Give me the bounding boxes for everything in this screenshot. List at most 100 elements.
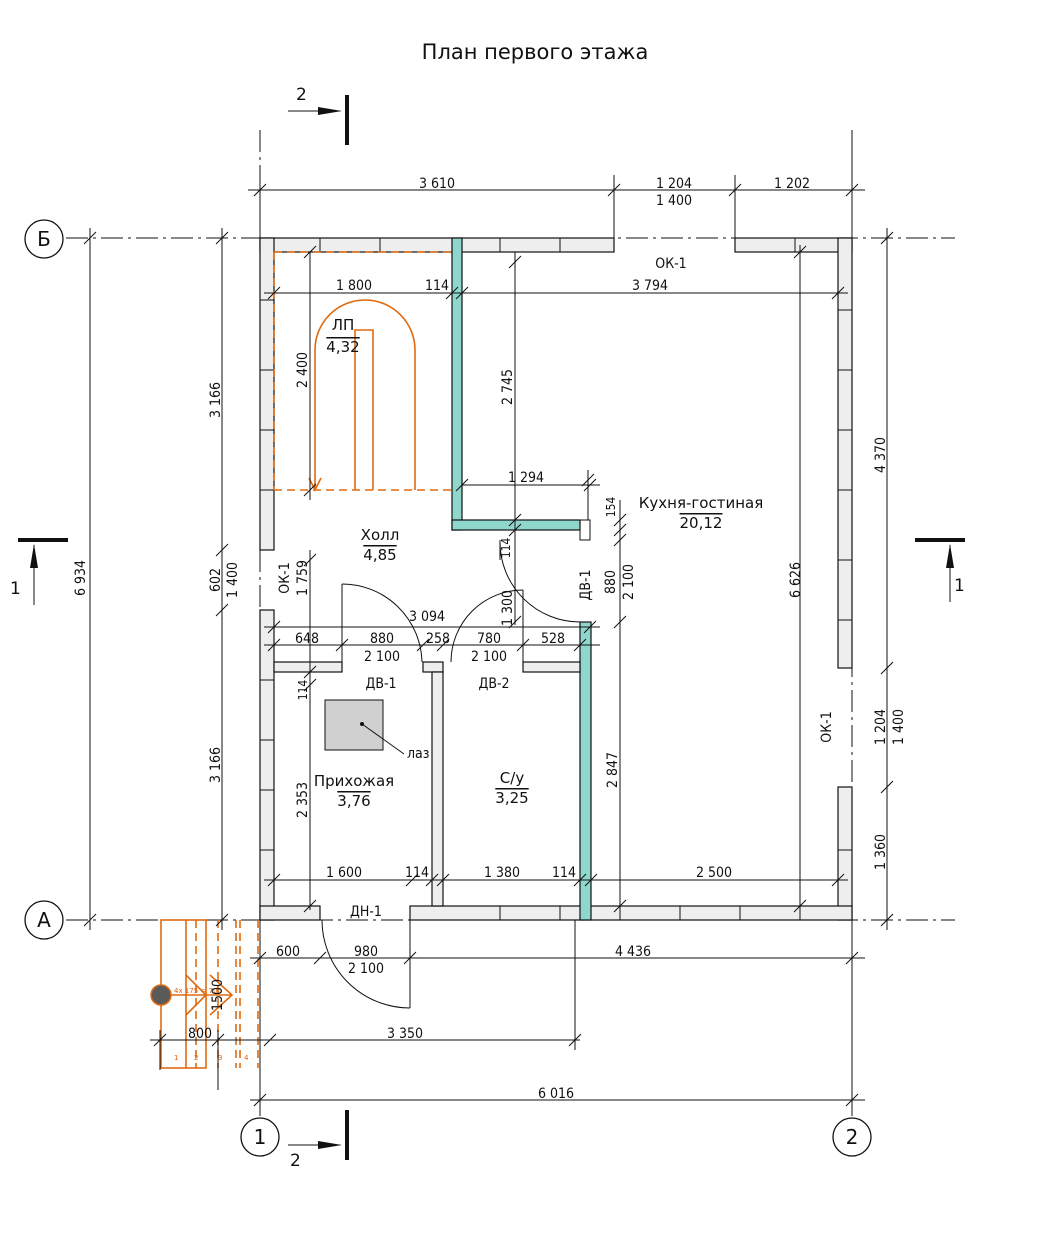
door-mark-dv2: ДВ-2 (478, 676, 509, 692)
dim-tick (508, 513, 522, 527)
door-dv2-swing (450, 589, 524, 663)
room-name-entry: Прихожая (314, 772, 394, 790)
axis-bubbles: Б А 1 2 (24, 219, 872, 1157)
dim-text: 3 350 (387, 1026, 423, 1042)
dim-tick (880, 780, 894, 794)
arrow-down-icon (308, 477, 322, 492)
partition-bath-kitchen (579, 621, 592, 921)
dim-text: 2 100 (471, 649, 507, 665)
dim-text: 1 300 (500, 590, 516, 626)
doors (321, 540, 581, 1009)
dimension-texts: 3 610 1 204 1 400 1 202 1 800 114 3 794 … (73, 176, 907, 1102)
dim-tick (215, 231, 229, 245)
stair-step-number: 2 (194, 1054, 198, 1062)
dim-tick (215, 913, 229, 927)
axis-label-b: Б (37, 227, 51, 251)
arrow-right-icon (185, 974, 234, 1016)
dim-text: 2 100 (621, 564, 637, 600)
dim-tick (613, 615, 627, 629)
door-mark-dv1: ДВ-1 (365, 676, 396, 692)
dim-text: 114 (552, 865, 576, 881)
entry-stairs: 4x 175 = 700 1 2 3 4 (150, 919, 259, 1069)
dim-tick (303, 678, 317, 692)
wall-right-lower (837, 786, 853, 921)
wall-hall-bath (522, 661, 581, 673)
door-mark-hall: ДВ-1 (578, 569, 594, 600)
dim-tick (573, 873, 587, 887)
dim-tick (313, 951, 327, 965)
dimension-lines (83, 130, 894, 1110)
stair-step-number: 4 (244, 1054, 249, 1062)
dim-text: 1 380 (484, 865, 520, 881)
dim-text: 4 370 (873, 437, 889, 473)
dim-text: 880 (370, 631, 394, 647)
door-entry-swing (321, 919, 411, 1009)
dim-tick (335, 638, 349, 652)
dim-tick (303, 899, 317, 913)
wall-bottom-left (259, 905, 321, 921)
dim-text: 2 100 (364, 649, 400, 665)
room-area-entry: 3,76 (337, 792, 370, 810)
window-mark-left: ОК-1 (277, 562, 293, 593)
dim-tick (831, 873, 845, 887)
dim-tick (403, 951, 417, 965)
dim-tick (303, 665, 317, 679)
dim-text: 258 (426, 631, 450, 647)
dim-text: 3 166 (208, 747, 224, 783)
dim-tick (83, 913, 97, 927)
axis-bubble-a (24, 900, 64, 940)
dim-text: 528 (541, 631, 565, 647)
wall-left-upper (259, 237, 275, 551)
room-name-lp: ЛП (332, 316, 355, 334)
dim-tick (793, 245, 807, 259)
wall-entry-bath (431, 671, 444, 907)
dim-text: 1 600 (326, 865, 362, 881)
dim-text: 1 400 (656, 193, 692, 209)
dim-text: 114 (499, 538, 513, 559)
dim-tick (581, 473, 595, 487)
dim-text: 1 204 (873, 709, 889, 745)
axis-bubble-1 (240, 1117, 280, 1157)
dim-tick (455, 478, 469, 492)
dim-text: 980 (354, 944, 378, 960)
dim-text: 1 202 (774, 176, 810, 192)
axis-label-a: А (37, 908, 51, 932)
door-hall-swing (499, 541, 581, 623)
room-area-hall: 4,85 (363, 546, 396, 564)
wall-left-lower (259, 609, 275, 921)
room-area-bath: 3,25 (495, 789, 528, 807)
dim-text: 648 (295, 631, 319, 647)
leader-dot (360, 722, 364, 726)
dim-text: 3 610 (419, 176, 455, 192)
axis-label-1: 1 (254, 1125, 267, 1149)
dim-tick (583, 620, 597, 634)
dim-text: 114 (405, 865, 429, 881)
section-1-right-label: 1 (954, 576, 965, 596)
dim-tick (613, 899, 627, 913)
dim-tick (583, 478, 597, 492)
axis-label-2: 2 (846, 1125, 859, 1149)
opening-marks: ОК-1 ОК-1 ОК-1 ДВ-1 ДВ-1 ДВ-2 ДН-1 (277, 256, 835, 920)
dim-text: 6 626 (788, 562, 804, 598)
exterior-walls (259, 237, 853, 921)
arrow-up-icon (946, 544, 954, 568)
interior-walls (273, 661, 581, 907)
section-2-top-label: 2 (296, 85, 307, 105)
dim-text: 800 (188, 1026, 212, 1042)
axis-bubble-b (24, 219, 64, 259)
dim-tick (303, 245, 317, 259)
room-area-lp: 4,32 (326, 338, 359, 356)
dim-text: 880 (603, 570, 619, 594)
dim-text: 6 016 (538, 1086, 574, 1102)
window-mark-top: ОК-1 (655, 256, 686, 272)
dim-text: 1500 (210, 979, 226, 1011)
dim-text: 2 400 (295, 352, 311, 388)
room-name-bath: С/у (500, 769, 525, 787)
dim-text: 3 094 (409, 609, 445, 625)
room-name-kitchen: Кухня-гостиная (639, 494, 763, 512)
dim-text: 2 745 (500, 369, 516, 405)
wall-top-right (734, 237, 853, 253)
dim-tick (83, 231, 97, 245)
hatch-label: лаз (407, 746, 429, 762)
